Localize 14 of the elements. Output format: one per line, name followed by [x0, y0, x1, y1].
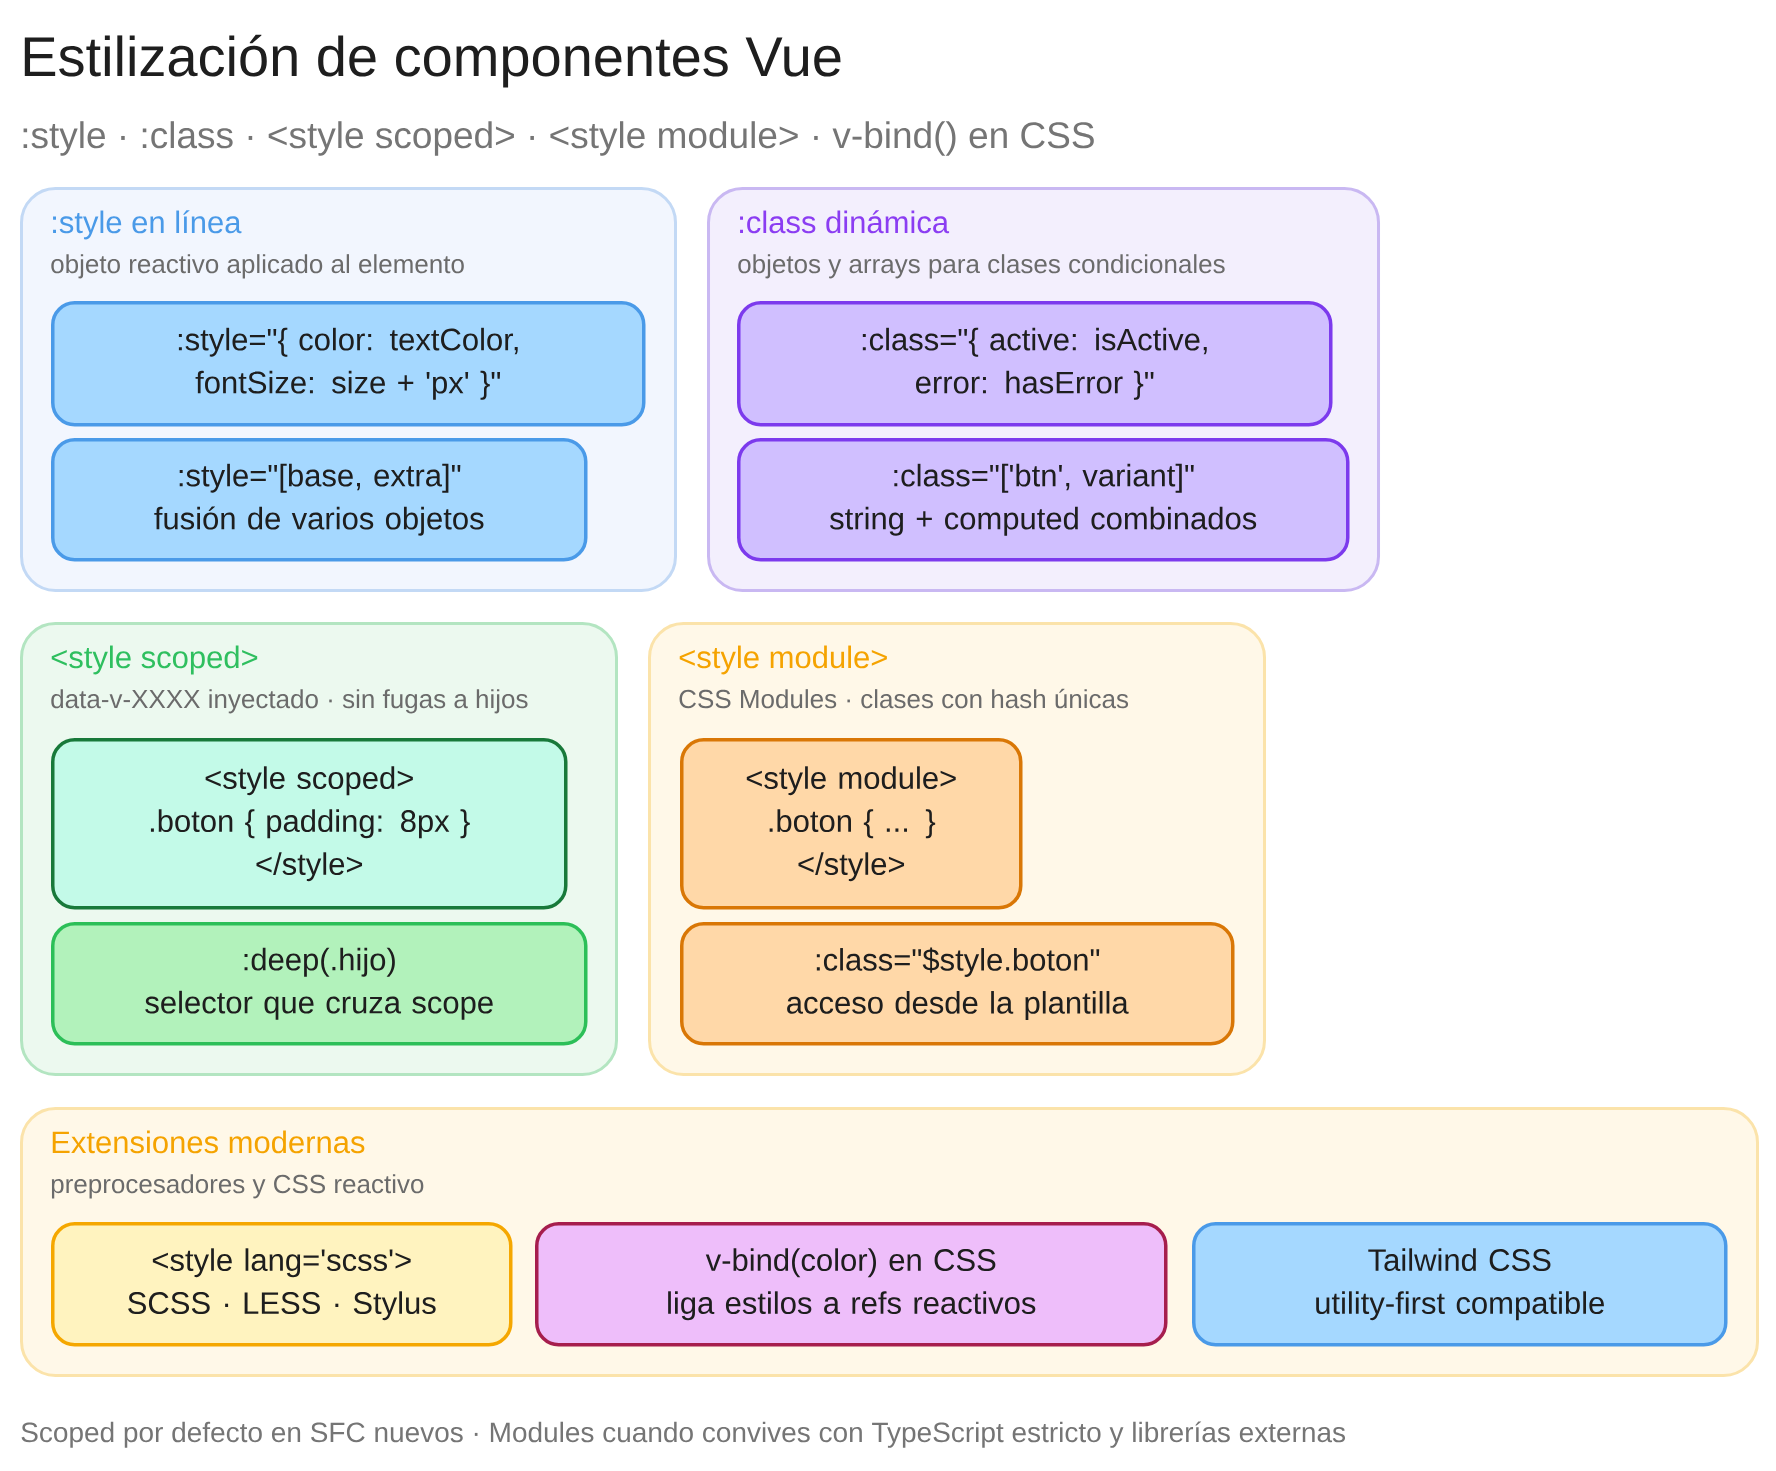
feature-box: Tailwind CSS utility-first compatible	[1192, 1222, 1728, 1347]
code-box: :style="{ color: textColor, fontSize: size + 'px' }"	[51, 301, 646, 427]
code-box: v-bind(color) en CSS liga estilos a refs reactivos	[535, 1222, 1168, 1347]
title: Estilización de componentes Vue	[24, 34, 841, 88]
code-box: :style="[base, extra]" fusión de varios objetos	[51, 438, 588, 562]
subtitle: :style · :class · <style scoped> · <style module> · v-bind() en CSS	[23, 121, 1094, 156]
code-box: <style scoped> .boton { padding: 8px } </style>	[51, 738, 568, 910]
code-box: :class="['btn', variant]" string + computed combinados	[737, 438, 1350, 562]
footnote: Scoped por defecto en SFC nuevos · Modules cuando convives con TypeScript estricto y librerías externas	[21, 1421, 1345, 1448]
code-box: <style module> .boton { ... } </style>	[680, 738, 1023, 910]
code-box: :deep(.hijo) selector que cruza scope	[51, 922, 588, 1046]
code-box: :class="$style.boton" acceso desde la plantilla	[680, 922, 1235, 1046]
code-box: :class="{ active: isActive, error: hasError }"	[737, 301, 1333, 427]
code-box: <style lang='scss'> SCSS · LESS · Stylus	[51, 1222, 513, 1347]
